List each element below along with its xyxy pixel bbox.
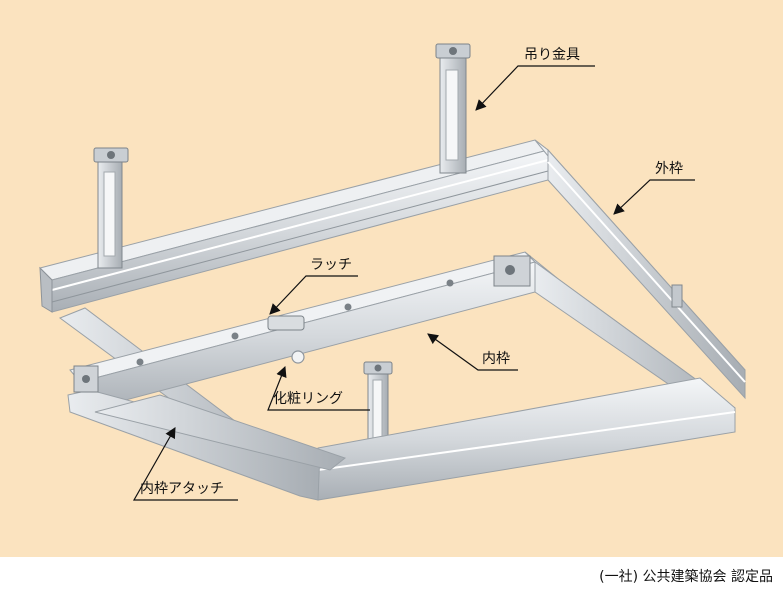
certification-note: (一社) 公共建築協会 認定品	[599, 569, 773, 585]
inner-frame-attachment	[94, 394, 347, 471]
label-decor-ring: 化粧リング	[273, 391, 343, 407]
label-hanger: 吊り金具	[524, 47, 580, 63]
diagram-panel: 吊り金具 外枠 ラッチ 内枠 化粧リング 内枠アタッチ	[0, 0, 783, 557]
label-inner-frame-attachment: 内枠アタッチ	[140, 481, 224, 497]
hanger-brackets	[93, 43, 683, 445]
decor-ring-part	[291, 350, 305, 364]
outer-frame	[39, 139, 746, 481]
inner-frame	[67, 251, 736, 501]
label-inner-frame: 内枠	[482, 351, 510, 367]
access-hatch-illustration	[39, 43, 746, 501]
label-latch: ラッチ	[310, 257, 352, 273]
leader-lines	[132, 65, 695, 501]
label-outer-frame: 外枠	[655, 161, 683, 177]
